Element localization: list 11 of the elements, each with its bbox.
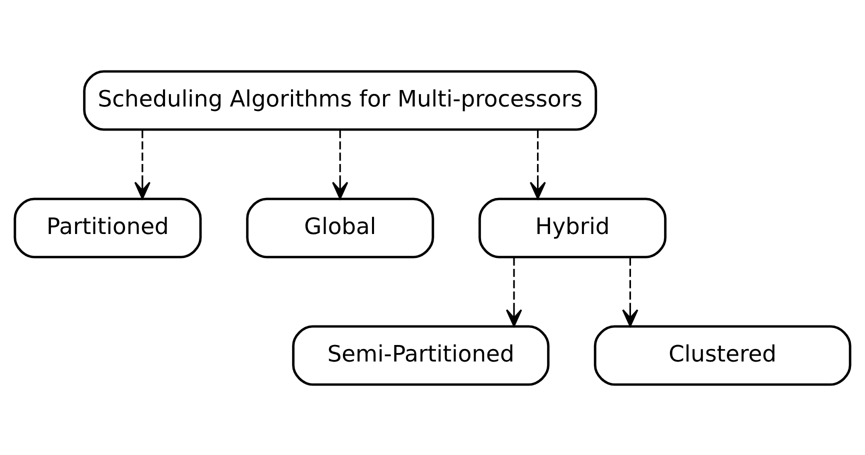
arrow [530, 130, 546, 199]
node-box: Global [246, 197, 434, 258]
node-box: Partitioned [14, 197, 202, 258]
arrow [506, 257, 522, 326]
arrow [622, 257, 638, 326]
arrow [332, 130, 348, 199]
node-box: Scheduling Algorithms for Multi-processors [83, 70, 598, 130]
arrow [134, 130, 150, 199]
node-box: Semi-Partitioned [292, 324, 550, 386]
node-box: Hybrid [478, 197, 666, 258]
node-box: Clustered [594, 324, 852, 386]
